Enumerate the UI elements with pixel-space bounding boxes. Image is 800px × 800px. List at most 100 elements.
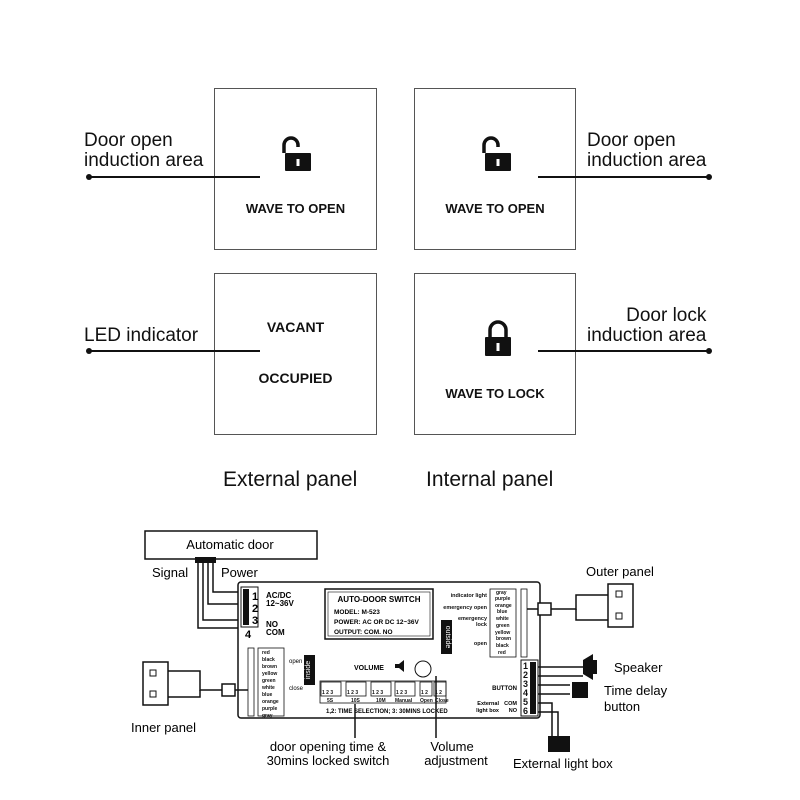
svg-text:1: 1 xyxy=(523,661,528,671)
wave-to-open-label: WAVE TO OPEN xyxy=(445,201,545,216)
svg-text:green: green xyxy=(262,678,276,684)
svg-text:NO: NO xyxy=(509,708,518,714)
wave-to-lock-label: WAVE TO LOCK xyxy=(445,386,545,401)
external-light-box-label: External light box xyxy=(513,756,613,771)
svg-text:6: 6 xyxy=(523,706,528,716)
svg-text:button: button xyxy=(604,699,640,714)
svg-text:emergency: emergency xyxy=(458,616,488,622)
power-label: Power xyxy=(221,565,259,580)
callout-line xyxy=(89,350,260,352)
svg-text:1 2 3: 1 2 3 xyxy=(372,690,383,696)
svg-text:30mins locked switch: 30mins locked switch xyxy=(267,753,390,768)
door-opening-time-label: door opening time & xyxy=(270,739,387,754)
automatic-door-label: Automatic door xyxy=(186,537,274,552)
svg-text:open: open xyxy=(289,659,302,665)
occupied-indicator: OCCUPIED xyxy=(258,370,333,386)
speaker-label: Speaker xyxy=(614,660,663,675)
external-panel-top: WAVE TO OPEN xyxy=(214,88,377,250)
svg-text:red: red xyxy=(498,650,506,656)
svg-text:white: white xyxy=(495,616,509,622)
time-delay-button-icon xyxy=(538,682,588,698)
svg-text:open: open xyxy=(474,641,488,647)
callout-door-open-induction-right: Door open induction area xyxy=(587,130,707,171)
svg-text:5: 5 xyxy=(523,697,528,707)
unlocked-padlock-icon xyxy=(482,136,511,171)
svg-text:gray: gray xyxy=(496,590,507,596)
speaker-small-icon xyxy=(395,660,404,672)
callout-dot xyxy=(706,348,712,354)
svg-text:4: 4 xyxy=(523,688,528,698)
wave-to-open-label: WAVE TO OPEN xyxy=(245,201,346,216)
svg-text:blue: blue xyxy=(262,692,272,698)
svg-text:black: black xyxy=(496,643,509,649)
callout-led-indicator: LED indicator xyxy=(84,325,199,346)
automatic-door-box xyxy=(144,530,318,560)
power-terminal-block: 1 2 3 4 AC/DC 12~36V NO COM xyxy=(240,586,294,641)
svg-text:blue: blue xyxy=(497,609,507,615)
vacant-indicator: VACANT xyxy=(266,319,325,335)
svg-text:1: 1 xyxy=(252,591,258,603)
internal-panel-top: WAVE TO OPEN xyxy=(414,88,576,250)
outer-wire-color-block: gray purple orange blue white green yell… xyxy=(443,588,528,658)
svg-text:10M: 10M xyxy=(376,698,386,704)
dip-switch-row: 1 2 3 1 2 3 1 2 3 1 2 3 1 2 1 2 5S 10S 1… xyxy=(319,680,449,715)
outer-panel-label: Outer panel xyxy=(586,564,654,579)
model-label-box xyxy=(324,588,434,640)
wiring-diagram: Automatic door Signal Power 1 2 3 4 AC/D… xyxy=(131,530,668,771)
svg-text:10S: 10S xyxy=(351,698,361,704)
unlocked-padlock-icon xyxy=(282,136,311,171)
volume-adjustment-label: Volume xyxy=(430,739,473,754)
svg-text:12~36V: 12~36V xyxy=(266,599,294,608)
svg-text:red: red xyxy=(262,650,270,656)
svg-text:outside: outside xyxy=(444,626,451,649)
svg-text:AUTO-DOOR SWITCH: AUTO-DOOR SWITCH xyxy=(338,595,421,604)
svg-text:green: green xyxy=(496,623,510,629)
svg-text:BUTTON: BUTTON xyxy=(492,686,517,692)
acdc-label: AC/DC xyxy=(266,591,292,600)
svg-text:indicator light: indicator light xyxy=(451,593,488,599)
outer-panel-connector xyxy=(527,583,634,628)
callout-line xyxy=(89,176,260,178)
time-selection-note: 1,2: TIME SELECTION; 3: 30MINS LOCKED xyxy=(326,709,448,715)
callout-dot xyxy=(706,174,712,180)
svg-text:POWER: AC OR DC 12~36V: POWER: AC OR DC 12~36V xyxy=(334,619,419,626)
svg-text:4: 4 xyxy=(245,629,252,641)
svg-text:brown: brown xyxy=(262,664,277,670)
svg-text:Manual: Manual xyxy=(395,698,413,704)
svg-text:3: 3 xyxy=(523,679,528,689)
svg-text:3: 3 xyxy=(252,615,258,627)
output-terminal-block: 1 2 3 4 5 6 BUTTON External light box CO… xyxy=(476,659,539,717)
svg-text:yellow: yellow xyxy=(262,671,277,677)
svg-text:purple: purple xyxy=(495,596,510,602)
external-panel-bottom: VACANT OCCUPIED xyxy=(214,273,377,435)
svg-text:inside: inside xyxy=(305,661,312,679)
inner-panel-connector xyxy=(142,661,248,706)
time-delay-label: Time delay xyxy=(604,683,668,698)
svg-text:lock: lock xyxy=(476,622,488,628)
external-panel-caption: External panel xyxy=(223,468,358,491)
svg-text:emergency open: emergency open xyxy=(443,605,487,611)
svg-text:orange: orange xyxy=(495,603,512,609)
callout-door-lock-induction: Door lock induction area xyxy=(587,305,707,346)
svg-text:brown: brown xyxy=(496,636,511,642)
svg-text:purple: purple xyxy=(262,706,277,712)
volume-knob xyxy=(414,660,432,678)
svg-text:1 2 3: 1 2 3 xyxy=(347,690,358,696)
inner-panel-label: Inner panel xyxy=(131,720,196,735)
svg-text:gray: gray xyxy=(262,713,273,719)
svg-text:Open: Open xyxy=(420,698,433,704)
callout-door-open-induction-left: Door open induction area xyxy=(84,130,204,171)
svg-text:External: External xyxy=(477,701,499,707)
svg-text:1 2 3: 1 2 3 xyxy=(396,690,407,696)
svg-text:1 2: 1 2 xyxy=(421,690,428,696)
callout-line xyxy=(538,350,709,352)
svg-text:yellow: yellow xyxy=(495,630,510,636)
svg-text:orange: orange xyxy=(262,699,279,705)
speaker-icon xyxy=(538,654,597,680)
svg-text:close: close xyxy=(289,686,304,692)
svg-text:OUTPUT: COM. NO: OUTPUT: COM. NO xyxy=(334,629,393,636)
svg-text:1 2: 1 2 xyxy=(435,690,442,696)
svg-text:COM: COM xyxy=(504,701,517,707)
locked-padlock-icon xyxy=(485,320,511,356)
svg-text:white: white xyxy=(261,685,275,691)
